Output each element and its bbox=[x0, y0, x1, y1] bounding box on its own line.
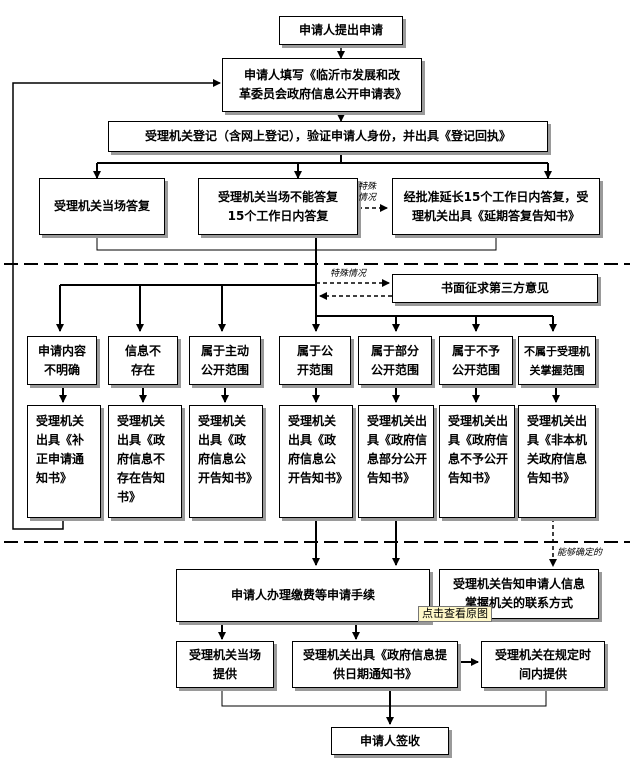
box-provide-later: 受理机关在规定时间内提供 bbox=[481, 641, 605, 688]
box-fill-form: 申请人填写《临沂市发展和改革委员会政府信息公开申请表》 bbox=[222, 58, 422, 112]
feedback-loop-to-form bbox=[12, 79, 221, 530]
box-notice-not-exist: 受理机关出具《政府信息不存在告知书》 bbox=[108, 405, 182, 518]
connector-reply-now-merge bbox=[96, 235, 316, 251]
box-notice-correct: 受理机关出具《补正申请通知书》 bbox=[27, 405, 101, 518]
note-special-2: 特殊情况 bbox=[330, 269, 367, 279]
box-reply-15: 受理机关当场不能答复15个工作日内答复 bbox=[198, 178, 358, 235]
connector-provide-later-merge bbox=[390, 688, 547, 707]
box-cat-public: 属于公开范围 bbox=[279, 336, 351, 385]
box-notice-not-public: 受理机关出具《政府信息不予公开告知书》 bbox=[439, 405, 515, 518]
box-date-notice: 受理机关出具《政府信息提供日期通知书》 bbox=[292, 641, 458, 688]
box-notice-active: 受理机关出具《政府信息公开告知书》 bbox=[189, 405, 263, 518]
view-original-tooltip[interactable]: 点击查看原图 bbox=[418, 606, 492, 622]
box-extend: 经批准延长15个工作日内答复，受理机关出具《延期答复告知书》 bbox=[392, 178, 600, 235]
box-cat-active: 属于主动公开范围 bbox=[189, 336, 261, 385]
box-cat-partial: 属于部分公开范围 bbox=[358, 336, 432, 385]
connector-provide-now-merge bbox=[221, 688, 390, 707]
box-notice-public: 受理机关出具《政府信息公开告知书》 bbox=[279, 405, 353, 518]
box-sign: 申请人签收 bbox=[331, 727, 449, 755]
box-notice-partial: 受理机关出具《政府信息部分公开告知书》 bbox=[358, 405, 434, 518]
box-reply-now: 受理机关当场答复 bbox=[39, 178, 165, 235]
note-can-determine: 能够确定的 bbox=[557, 548, 603, 558]
box-cat-not-exist: 信息不存在 bbox=[108, 336, 178, 385]
box-notice-not-scope: 受理机关出具《非本机关政府信息告知书》 bbox=[518, 405, 596, 518]
box-pay: 申请人办理缴费等申请手续 bbox=[176, 569, 430, 622]
box-apply: 申请人提出申请 bbox=[279, 16, 403, 45]
box-register: 受理机关登记（含网上登记），验证申请人身份，并出具《登记回执》 bbox=[108, 121, 548, 152]
box-cat-not-public: 属于不予公开范围 bbox=[439, 336, 513, 385]
note-special-1: 特殊情况 bbox=[358, 182, 377, 203]
connector-extend-merge bbox=[316, 235, 497, 251]
box-provide-now: 受理机关当场提供 bbox=[176, 641, 274, 688]
box-cat-unclear: 申请内容不明确 bbox=[27, 336, 97, 385]
box-cat-not-scope: 不属于受理机关掌握范围 bbox=[518, 336, 596, 385]
box-third-party: 书面征求第三方意见 bbox=[392, 274, 598, 303]
